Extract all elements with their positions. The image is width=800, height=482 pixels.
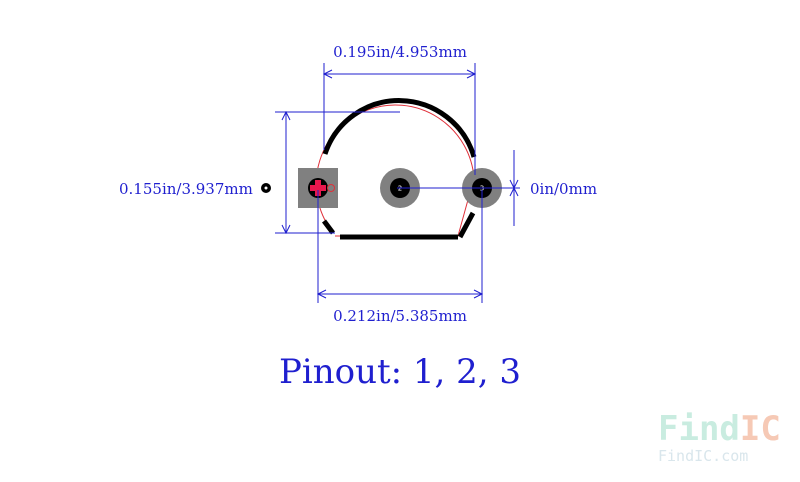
watermark-url: FindIC.com (658, 447, 748, 465)
findic-watermark-logo: FindIC FindIC.com (658, 409, 781, 465)
dimension-bottom-label: 0.212in/5.385mm (333, 307, 467, 325)
silkscreen-left-segment (322, 219, 335, 235)
silkscreen-right-segment (457, 211, 476, 239)
pad-1 (298, 168, 338, 208)
svg-text:FindIC: FindIC (658, 409, 781, 449)
watermark-brand-part1: Find (658, 409, 740, 449)
pad-1-origin-marker (327, 184, 335, 192)
dimension-lines (275, 63, 520, 303)
origin-dot-center (264, 186, 268, 190)
pinout-label: Pinout: 1, 2, 3 (279, 352, 521, 392)
dimension-top-label: 0.195in/4.953mm (333, 43, 467, 61)
silkscreen (322, 98, 477, 240)
dimension-right-label: 0in/0mm (530, 180, 597, 198)
pin1-plus-icon (310, 180, 326, 196)
silkscreen-arc (322, 98, 477, 158)
dimension-left-label: 0.155in/3.937mm (119, 180, 253, 198)
watermark-brand-part2: IC (740, 409, 781, 449)
